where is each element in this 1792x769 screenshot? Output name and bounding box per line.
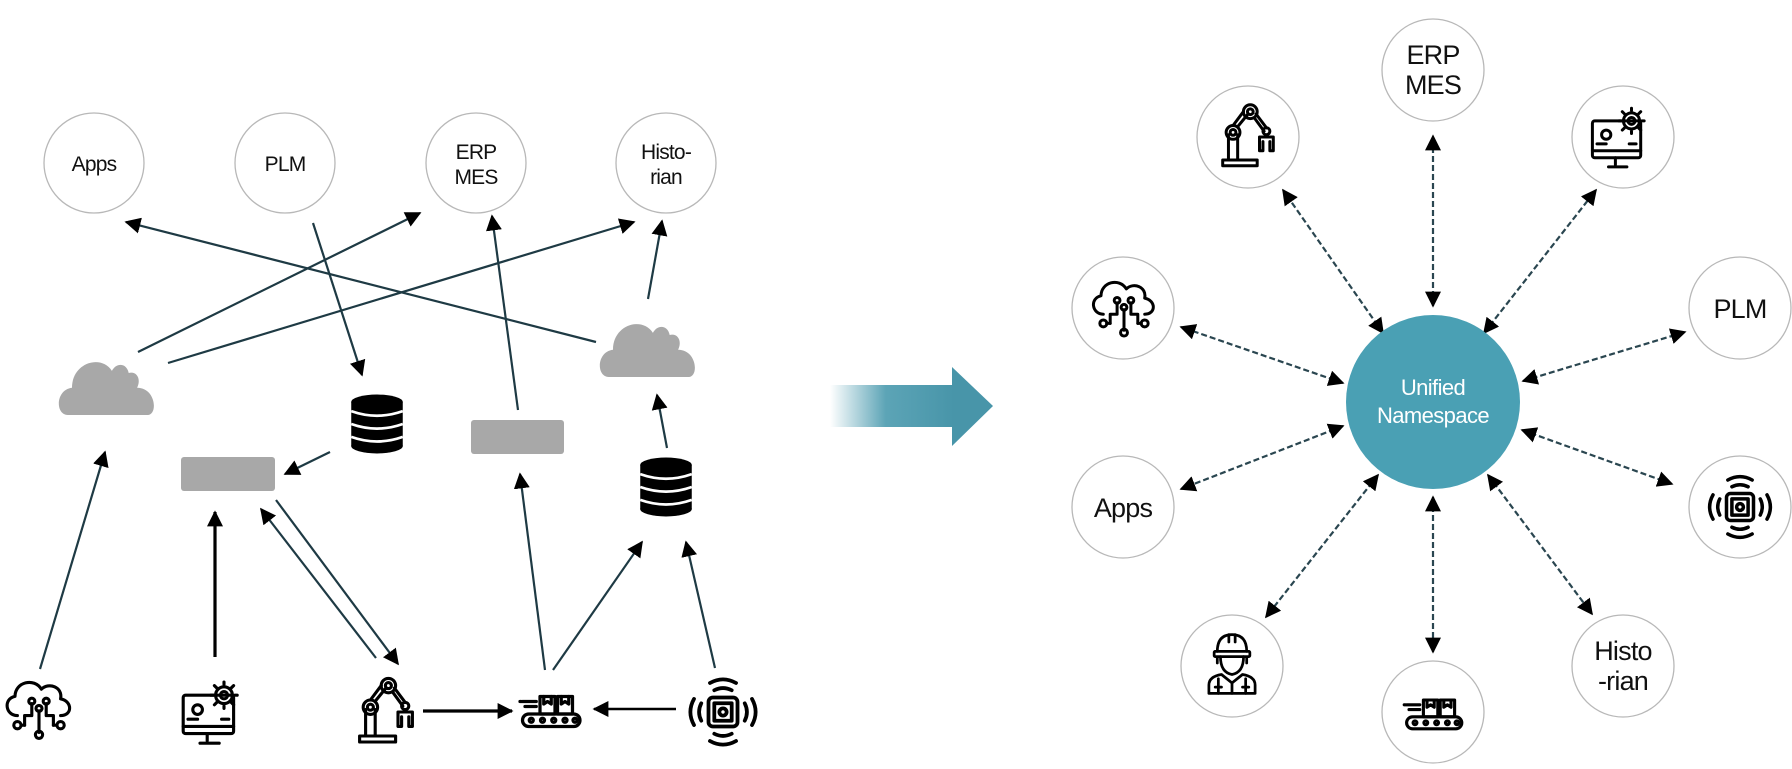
spoke-worker xyxy=(1265,473,1379,619)
edge-cloud2-to-apps xyxy=(124,217,597,344)
node-label: PLM xyxy=(1713,294,1766,324)
spoke-monitor xyxy=(1483,188,1597,335)
uns-node-monitor-settings[interactable] xyxy=(1571,85,1675,189)
uns-node-apps[interactable]: Apps xyxy=(1071,455,1175,559)
robot-arm-icon[interactable] xyxy=(358,676,414,744)
node-label-line-2: -rian xyxy=(1598,666,1648,696)
cloud-1[interactable] xyxy=(58,362,154,415)
uns-node-worker[interactable] xyxy=(1180,614,1284,718)
edge-cloud1-to-erp xyxy=(137,212,422,353)
edge-conveyor-to-box2 xyxy=(513,472,547,671)
node-label-line-2: MES xyxy=(454,166,498,189)
hub-label-line-2: Namespace xyxy=(1377,403,1489,428)
left-diagram: Apps PLM ERP MES Histo- rian xyxy=(5,112,758,747)
node-label-line-1: Histo- xyxy=(641,141,692,164)
uns-node-conveyor[interactable] xyxy=(1381,660,1485,764)
edge-conveyor-to-db2 xyxy=(552,540,643,671)
uns-connections xyxy=(1179,134,1687,654)
gateway-box-2[interactable] xyxy=(471,420,564,454)
uns-node-iot-cloud[interactable] xyxy=(1071,256,1175,360)
node-label: Apps xyxy=(72,153,117,176)
iot-cloud-icon[interactable] xyxy=(5,680,72,740)
uns-node-robot-arm[interactable] xyxy=(1196,85,1300,189)
uns-node-erp-mes[interactable]: ERP MES xyxy=(1381,18,1485,122)
edge-plm-to-db1 xyxy=(311,222,366,377)
node-label: Apps xyxy=(1094,493,1153,523)
sensor-icon[interactable] xyxy=(688,677,758,747)
edge-iot-to-cloud1 xyxy=(38,450,109,670)
edge-sensor-to-db2 xyxy=(681,540,717,669)
edge-cloud2-to-historian xyxy=(646,219,668,300)
transition-arrow-icon xyxy=(830,367,993,446)
monitor-settings-icon[interactable] xyxy=(181,680,239,745)
system-node-erp-mes[interactable]: ERP MES xyxy=(425,112,527,214)
node-label-line-2: rian xyxy=(650,166,682,189)
node-label: PLM xyxy=(265,153,306,176)
edge-db1-to-box1 xyxy=(283,451,331,475)
system-node-apps[interactable]: Apps xyxy=(43,112,145,214)
hub-label-line-1: Unified xyxy=(1401,375,1465,400)
edge-box1-to-robot xyxy=(275,499,399,666)
system-node-historian[interactable]: Histo- rian xyxy=(615,112,717,214)
database-1-icon[interactable] xyxy=(349,393,405,455)
spoke-historian xyxy=(1487,473,1593,616)
spoke-sensor xyxy=(1520,427,1674,487)
conveyor-icon[interactable] xyxy=(518,694,582,729)
node-label-line-1: ERP xyxy=(456,141,497,164)
node-label-line-1: ERP xyxy=(1406,40,1459,70)
database-2-icon[interactable] xyxy=(638,456,694,518)
uns-node-historian[interactable]: Histo -rian xyxy=(1571,614,1675,718)
right-diagram: Unified Namespace ERP MES PLM Histo -ria… xyxy=(1071,18,1792,764)
node-label-line-1: Histo xyxy=(1594,636,1652,666)
edge-db2-to-cloud2 xyxy=(651,393,669,449)
system-node-plm[interactable]: PLM xyxy=(234,112,336,214)
edge-robot-to-box1 xyxy=(260,507,377,659)
edge-box2-to-erp xyxy=(485,214,520,411)
gateway-box-1[interactable] xyxy=(181,457,275,491)
spoke-iot-cloud xyxy=(1179,324,1345,386)
uns-node-plm[interactable]: PLM xyxy=(1688,256,1792,360)
spoke-robot xyxy=(1282,188,1384,335)
left-connections xyxy=(38,212,717,719)
cloud-2[interactable] xyxy=(599,324,695,377)
unified-namespace-hub[interactable]: Unified Namespace xyxy=(1346,315,1520,489)
uns-node-sensor[interactable] xyxy=(1688,455,1792,559)
spoke-apps xyxy=(1179,423,1345,492)
spoke-plm xyxy=(1521,328,1687,385)
node-label-line-2: MES xyxy=(1405,70,1461,100)
